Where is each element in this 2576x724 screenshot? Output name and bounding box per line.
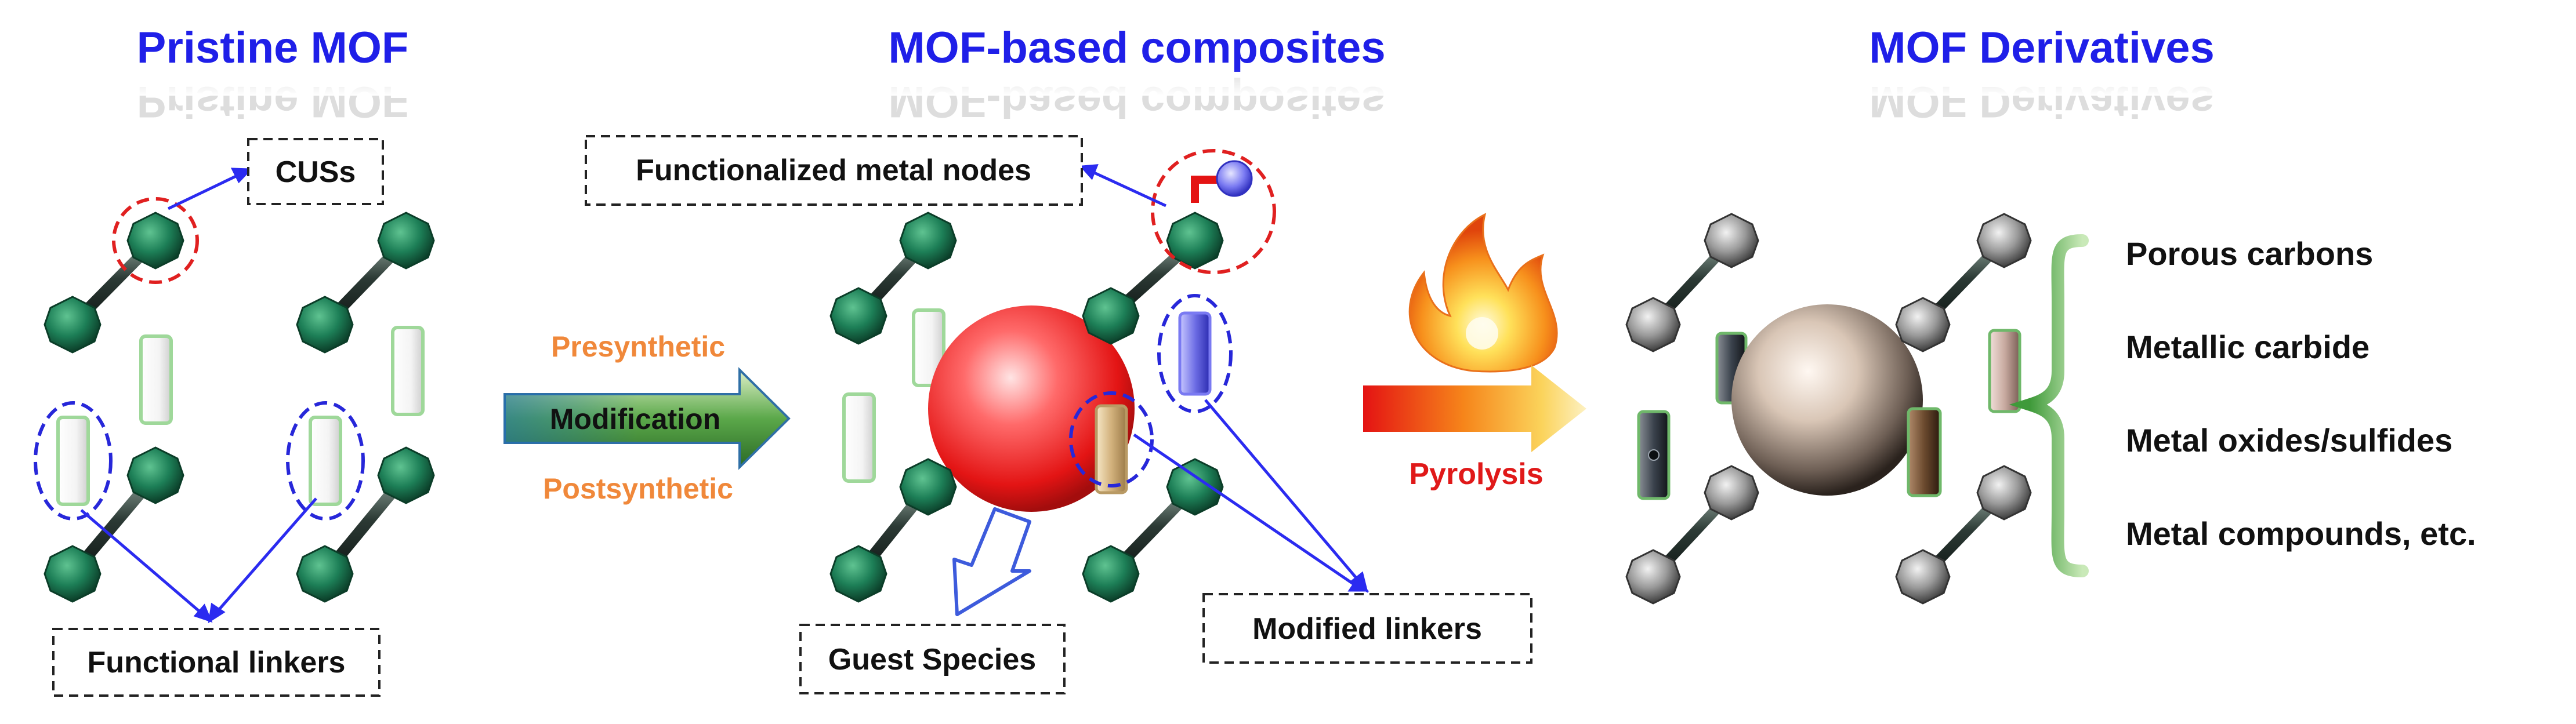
linker-highlight-ellipse: [34, 401, 113, 521]
metal-node: [1082, 545, 1140, 603]
product-item: Metal oxides/sulfides: [2126, 422, 2452, 459]
metal-node: [44, 545, 102, 603]
metal-node: [1895, 549, 1951, 605]
products-brace: [2009, 234, 2089, 577]
metal-node: [1976, 465, 2032, 521]
derived-linker-pink: [1988, 329, 2021, 413]
metal-node: [899, 212, 957, 270]
modification-label: Modification: [550, 403, 720, 435]
metal-nodes: [44, 212, 435, 603]
metal-node: [126, 446, 184, 504]
metal-node: [829, 287, 887, 345]
callout-box-functional-linkers: [52, 628, 381, 697]
metal-node: [1976, 213, 2032, 268]
callout-box-guest-species: [799, 624, 1066, 694]
modified-linker-highlight: [1157, 294, 1233, 413]
title-mof-derivatives: MOF Derivatives: [1869, 23, 2215, 72]
linker-block: [912, 308, 945, 387]
linker-block: [56, 416, 90, 506]
metal-node: [1704, 213, 1759, 268]
guest-species-sphere: [928, 305, 1135, 512]
presynthetic-label: Presynthetic: [551, 330, 725, 363]
metal-node: [1082, 287, 1140, 345]
linker-highlight-ellipse: [286, 401, 365, 521]
callout-functional-linkers-label: Functional linkers: [88, 646, 346, 679]
pristine-mof-framework: CUSs Functional linkers: [34, 138, 435, 697]
derivative-framework: [1625, 213, 2032, 605]
title-pristine-mof: Pristine MOF: [137, 23, 409, 72]
callout-functionalized-nodes-label: Functionalized metal nodes: [636, 154, 1031, 187]
metal-node: [899, 458, 957, 516]
metal-node: [377, 212, 435, 270]
linker-block: [842, 392, 876, 483]
metal-node: [1625, 297, 1681, 352]
postsynthetic-label: Postsynthetic: [543, 472, 733, 505]
callout-guest-species-label: Guest Species: [828, 643, 1036, 676]
modified-linker-blue: [1178, 311, 1212, 396]
derived-linker-dark-dot: [1648, 449, 1660, 461]
callout-cus-label: CUSs: [276, 155, 356, 189]
pyrolysis-arrow-group: Pyrolysis: [1363, 213, 1586, 491]
callout-box-cus: [247, 138, 384, 205]
title-reflection-fade: [0, 70, 2576, 96]
product-item: Metal compounds, etc.: [2126, 515, 2476, 552]
callout-modified-linkers-label: Modified linkers: [1252, 612, 1482, 646]
titles: Pristine MOF Pristine MOF MOF-based comp…: [0, 23, 2576, 126]
derivative-metal-nodes: [1625, 213, 2032, 605]
composite-mof-framework: Functionalized metal nodes Guest Species…: [585, 135, 1532, 694]
metal-node: [1625, 549, 1681, 605]
guest-species-arrow: [952, 507, 1031, 616]
linker-block: [309, 416, 342, 506]
modification-arrow-blend: [505, 394, 638, 443]
callout-box-modified-linkers: [1202, 593, 1532, 664]
metal-node: [1166, 458, 1224, 516]
modification-arrow-group: Presynthetic Modification Postsynthetic: [503, 330, 791, 505]
title-mof-composites: MOF-based composites: [888, 23, 1385, 72]
metal-node: [296, 545, 354, 603]
functionalized-node-highlight: [1151, 149, 1276, 274]
metal-node: [1895, 297, 1951, 352]
derived-sphere: [1731, 304, 1923, 496]
metal-node: [126, 212, 184, 270]
metal-node: [1704, 465, 1759, 521]
functional-group-stick: [1191, 176, 1218, 203]
metal-node: [377, 446, 435, 504]
pyrolysis-arrow: [1363, 365, 1586, 452]
metal-node: [296, 296, 354, 354]
modified-linker-tan: [1095, 404, 1128, 494]
derivative-products-list: Porous carbons Metallic carbide Metal ox…: [2126, 235, 2476, 552]
functional-group-ball: [1216, 160, 1253, 197]
pyrolysis-label: Pyrolysis: [1409, 457, 1543, 491]
product-item: Metallic carbide: [2126, 329, 2370, 365]
pristine-rods: [67, 235, 412, 580]
modified-linker-highlight: [1069, 391, 1154, 487]
metal-node: [44, 296, 102, 354]
derived-linker-brown: [1907, 407, 1942, 497]
linker-block: [391, 326, 425, 416]
composite-callout-arrows: [1079, 164, 1369, 594]
callout-box-functionalized-nodes: [585, 135, 1083, 206]
flame-icon: [1408, 213, 1558, 373]
pristine-callout-arrows: [80, 168, 317, 624]
cus-highlight-circle: [112, 197, 199, 284]
composite-metal-nodes: [829, 212, 1224, 603]
metal-node: [829, 545, 887, 603]
product-item: Porous carbons: [2126, 235, 2373, 272]
metal-node: [1166, 212, 1224, 270]
linker-block: [139, 334, 173, 425]
